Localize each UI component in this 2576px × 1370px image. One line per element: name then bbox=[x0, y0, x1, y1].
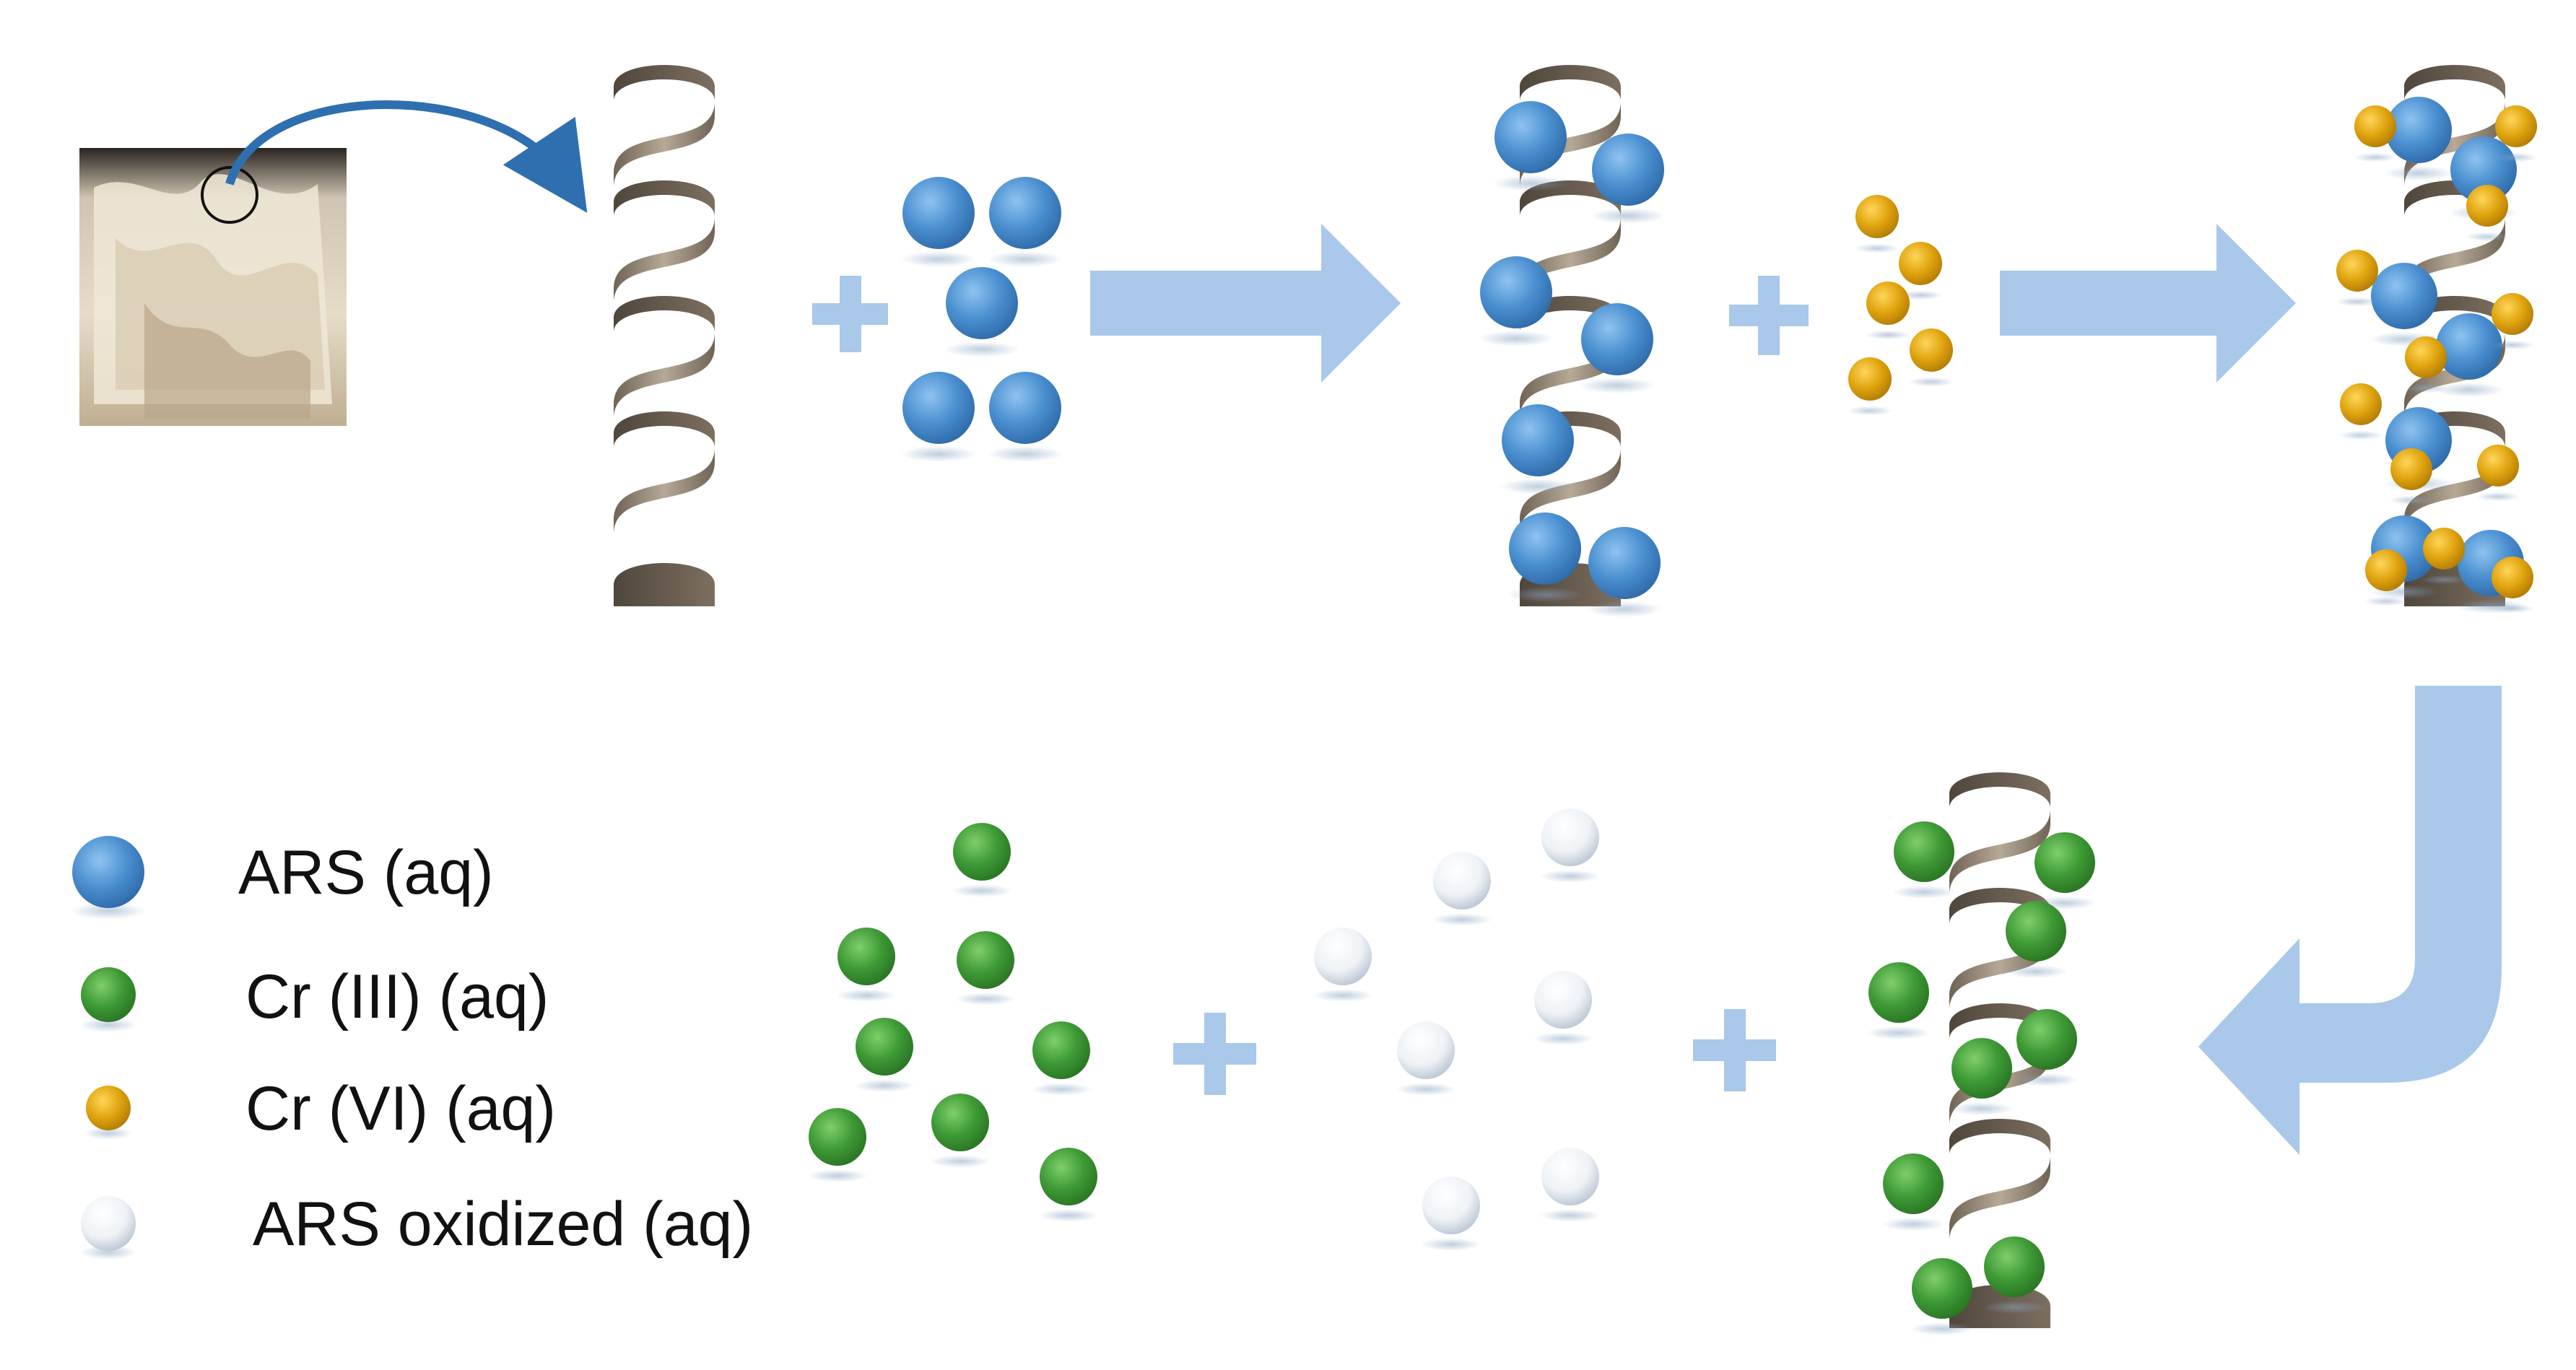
cr6-particle bbox=[1908, 328, 1954, 387]
cr3-particle bbox=[1949, 1038, 2014, 1116]
cr3-particle bbox=[807, 1108, 868, 1182]
cr3-particle bbox=[2003, 901, 2068, 979]
cotton-fiber-photo bbox=[79, 148, 347, 426]
cr6-particle-group bbox=[1847, 195, 1954, 416]
curved-arrow-icon bbox=[225, 100, 588, 213]
cr3-particle bbox=[930, 1094, 991, 1168]
cr6-particle bbox=[2353, 105, 2398, 162]
cr3-particle bbox=[854, 1018, 915, 1092]
cr6-particle bbox=[2403, 336, 2448, 393]
cr6-particle bbox=[2494, 105, 2538, 162]
cr3-particle bbox=[836, 928, 897, 1002]
cr6-particle bbox=[2364, 549, 2409, 606]
ars-oxidized-particle bbox=[1533, 971, 1593, 1045]
ars-oxidized-particle bbox=[1432, 852, 1492, 926]
cr3-particle bbox=[1982, 1236, 2047, 1314]
adsorbed-ars-particles bbox=[1478, 101, 1666, 617]
cr3-particle bbox=[1910, 1258, 1975, 1336]
legend: ARS (aq) Cr (III) (aq) Cr (VI) (aq) ARS … bbox=[71, 836, 753, 1260]
ars-particle bbox=[1478, 256, 1554, 346]
cr6-particle bbox=[2421, 528, 2466, 585]
ars-particle-group bbox=[900, 177, 1063, 462]
cr3-particle bbox=[1031, 1021, 1092, 1096]
cr3-particle bbox=[2032, 832, 2097, 910]
fiber-helix-icon bbox=[614, 65, 715, 606]
ars-oxidized-particle bbox=[1396, 1021, 1456, 1096]
cr3-particle bbox=[1038, 1148, 1099, 1222]
process-arrow-icon bbox=[2000, 224, 2296, 383]
ars-oxidized-particle bbox=[1421, 1177, 1481, 1251]
cr6-particle bbox=[2490, 557, 2535, 614]
ars-particle bbox=[987, 177, 1063, 267]
cr3-particle bbox=[1892, 821, 1957, 899]
cr6-particle bbox=[2476, 445, 2520, 502]
legend-item-cr3: Cr (III) (aq) bbox=[79, 962, 549, 1032]
process-arrow-icon bbox=[1090, 224, 1401, 383]
legend-label-ars-oxidized: ARS oxidized (aq) bbox=[253, 1190, 753, 1259]
cr3-particle bbox=[1881, 1153, 1946, 1231]
bent-arrow-icon bbox=[2198, 686, 2502, 1155]
cr3-particle bbox=[1866, 962, 1931, 1040]
ars-particle bbox=[1590, 134, 1666, 224]
ars-oxidized-particle-group bbox=[1313, 808, 1601, 1251]
cr3-particle-group bbox=[807, 823, 1099, 1222]
plus-icon bbox=[812, 276, 888, 352]
ars-particle bbox=[2434, 313, 2505, 398]
ars-particle bbox=[2369, 263, 2440, 347]
adsorbed-cr3-particles bbox=[1866, 821, 2097, 1336]
ars-oxidized-particle bbox=[1540, 1148, 1601, 1222]
ars-particle bbox=[900, 372, 977, 462]
ars-particle bbox=[900, 177, 977, 267]
ars-particle bbox=[1586, 527, 1663, 617]
ars-oxidized-particle bbox=[1540, 808, 1601, 883]
ars-particle bbox=[2383, 97, 2454, 181]
cr6-particle bbox=[2490, 293, 2535, 350]
ars-particle bbox=[1579, 303, 1655, 393]
adsorbed-ars-cr6-particles bbox=[2335, 97, 2538, 614]
legend-item-ars-oxidized: ARS oxidized (aq) bbox=[79, 1190, 753, 1260]
cr6-particle bbox=[2465, 185, 2510, 242]
cr6-particle bbox=[2389, 448, 2434, 505]
ars-particle bbox=[987, 372, 1063, 462]
legend-label-cr3: Cr (III) (aq) bbox=[245, 962, 549, 1031]
cr6-particle bbox=[1865, 282, 1911, 340]
plus-icon bbox=[1693, 1009, 1776, 1091]
plus-icon bbox=[1173, 1013, 1256, 1095]
ars-particle bbox=[944, 267, 1020, 357]
legend-item-ars: ARS (aq) bbox=[71, 836, 494, 920]
legend-label-cr6: Cr (VI) (aq) bbox=[245, 1074, 556, 1143]
ars-particle bbox=[1492, 101, 1569, 191]
cr3-particle bbox=[955, 931, 1016, 1005]
cr6-particle bbox=[1847, 357, 1893, 416]
cr6-particle bbox=[2338, 383, 2383, 440]
cr6-particle bbox=[1854, 195, 1900, 253]
cr6-particle bbox=[1897, 242, 1944, 300]
cr3-particle bbox=[952, 823, 1012, 897]
plus-icon bbox=[1729, 276, 1809, 355]
cr3-particle bbox=[2014, 1009, 2079, 1087]
legend-label-ars: ARS (aq) bbox=[238, 838, 494, 907]
ars-particle bbox=[1507, 512, 1583, 603]
ars-oxidized-particle bbox=[1313, 928, 1373, 1002]
zoom-circle-icon bbox=[201, 166, 258, 224]
legend-item-cr6: Cr (VI) (aq) bbox=[84, 1074, 556, 1143]
cr6-particle bbox=[2335, 250, 2380, 307]
ars-particle bbox=[1500, 404, 1576, 494]
